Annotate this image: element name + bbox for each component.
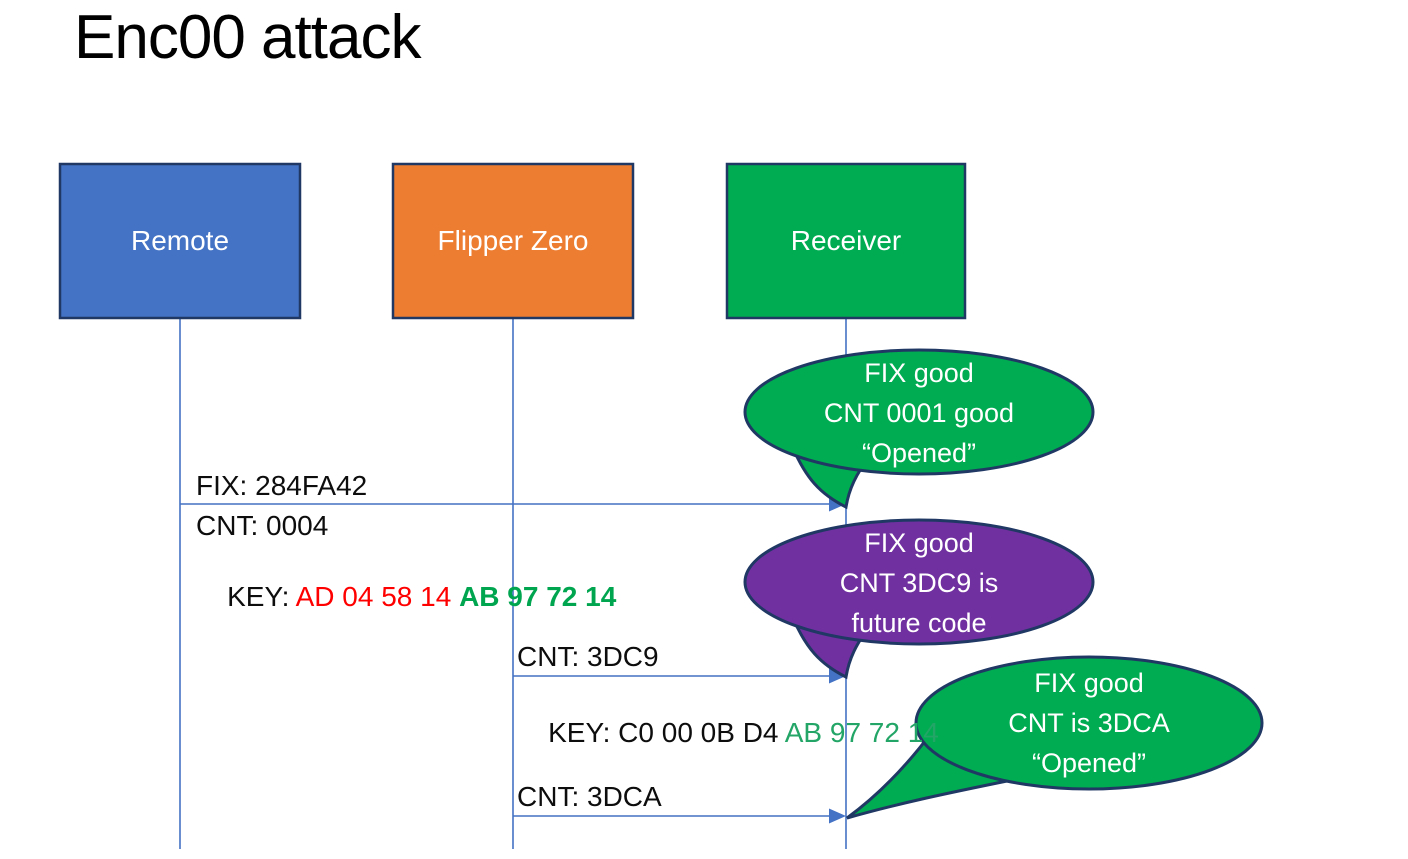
actor-box-receiver: [725, 162, 967, 320]
key-label: KEY:: [548, 857, 618, 859]
key-green-bytes: AB 97 72 14: [779, 857, 933, 859]
arrowhead-icon: [829, 808, 846, 824]
callout-line: “Opened”: [861, 438, 977, 468]
actor-label-remote: Remote: [130, 225, 230, 256]
actor-label-receiver: Receiver: [790, 225, 902, 256]
callout-bubble-3: [914, 655, 1264, 791]
callout-line: CNT 0001 good: [823, 398, 1015, 428]
arrowhead-icon: [829, 668, 846, 684]
message3-key-text: KEY: C0 02 8A 33 AB 97 72 14: [517, 822, 933, 859]
callout-line: FIX good: [864, 528, 974, 558]
message2-key-text: KEY: C0 00 0B D4 AB 97 72 14: [517, 682, 939, 784]
actor-label-flipper-zero: Flipper Zero: [437, 225, 589, 256]
callout3-text: FIX good CNT is 3DCA “Opened”: [916, 663, 1262, 783]
message1-cnt-text: CNT: 0004: [196, 510, 329, 541]
message1-key-text: KEY: AD 04 58 14 AB 97 72 14: [196, 546, 616, 648]
key-green-bytes: AB 97 72 14: [459, 581, 617, 612]
actor-box-flipper-zero: [391, 162, 635, 320]
callout-line: FIX good: [1034, 668, 1144, 698]
callout2-text: FIX good CNT 3DC9 is future code: [747, 523, 1091, 643]
slide-title: Enc00 attack: [74, 3, 421, 72]
callout-bubble-1: [743, 348, 1095, 476]
callout-line: future code: [851, 608, 987, 638]
callout-bubble-2: [743, 518, 1095, 646]
key-label: KEY:: [548, 717, 619, 748]
key-red-bytes: AD 04 58 14: [295, 581, 460, 612]
message3-cnt-text: CNT: 3DCA: [517, 781, 662, 812]
key-green-bytes: AB 97 72 14: [784, 717, 939, 748]
message1-fix-text: FIX: 284FA42: [196, 470, 368, 501]
callout1-text: FIX good CNT 0001 good “Opened”: [747, 353, 1091, 473]
message2-cnt-text: CNT: 3DC9: [517, 641, 659, 672]
key-label: KEY:: [227, 581, 296, 612]
callout-tail-3: [846, 730, 1017, 820]
callout-line: CNT 3DC9 is: [839, 568, 999, 598]
callout-line: FIX good: [864, 358, 974, 388]
key-black-bytes: C0 00 0B D4: [618, 717, 785, 748]
key-black-bytes: C0 02 8A 33: [618, 857, 778, 859]
callout-line: CNT is 3DCA: [1008, 708, 1170, 738]
actor-box-remote: [58, 162, 302, 320]
callout-line: “Opened”: [1031, 748, 1147, 778]
